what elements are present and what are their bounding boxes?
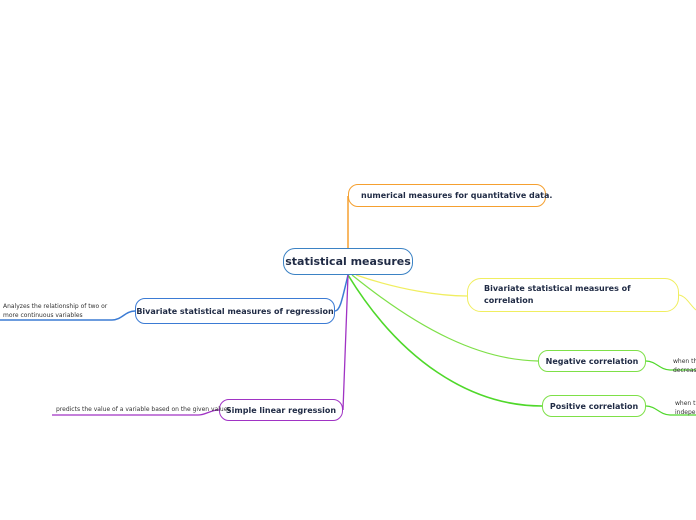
- negative-correlation-label: Negative correlation: [545, 356, 639, 366]
- numerical-measures-node[interactable]: numerical measures for quantitative data…: [348, 184, 552, 207]
- connector-bivariate-correlation-stub: [678, 294, 696, 311]
- bivariate-correlation-node[interactable]: Bivariate statistical measures of correl…: [467, 278, 679, 312]
- connector-negative-correlation: [351, 274, 539, 362]
- regression-note: Analyzes the relationship of two or more…: [3, 303, 108, 319]
- note-line-regression: [0, 310, 136, 321]
- connector-bivariate-correlation: [355, 274, 468, 297]
- numerical-measures-label: numerical measures for quantitative data…: [361, 191, 553, 200]
- root-node[interactable]: statistical measures: [283, 248, 413, 275]
- positive-correlation-label: Positive correlation: [549, 401, 639, 411]
- bivariate-regression-label: Bivariate statistical measures of regres…: [136, 306, 334, 316]
- simple-linear-regression-node[interactable]: Simple linear regression: [219, 399, 343, 421]
- negative-correlation-note: when th decreas: [673, 358, 696, 374]
- connector-bivariate-regression: [334, 274, 349, 312]
- bivariate-correlation-label: Bivariate statistical measures of correl…: [484, 284, 631, 305]
- note-line-positive: [645, 405, 696, 416]
- bivariate-regression-node[interactable]: Bivariate statistical measures of regres…: [135, 298, 335, 324]
- positive-correlation-note: when th indepen: [675, 400, 696, 416]
- negative-correlation-node[interactable]: Negative correlation: [538, 350, 646, 372]
- root-label: statistical measures: [285, 255, 411, 268]
- simple-linear-regression-label: Simple linear regression: [225, 405, 337, 415]
- connector-positive-correlation: [347, 274, 543, 407]
- simple-regression-note: predicts the value of a variable based o…: [56, 406, 231, 413]
- note-line-negative: [645, 360, 696, 371]
- note-line-simple: [52, 409, 220, 416]
- connector-simple-linear-regression: [342, 274, 349, 411]
- positive-correlation-node[interactable]: Positive correlation: [542, 395, 646, 417]
